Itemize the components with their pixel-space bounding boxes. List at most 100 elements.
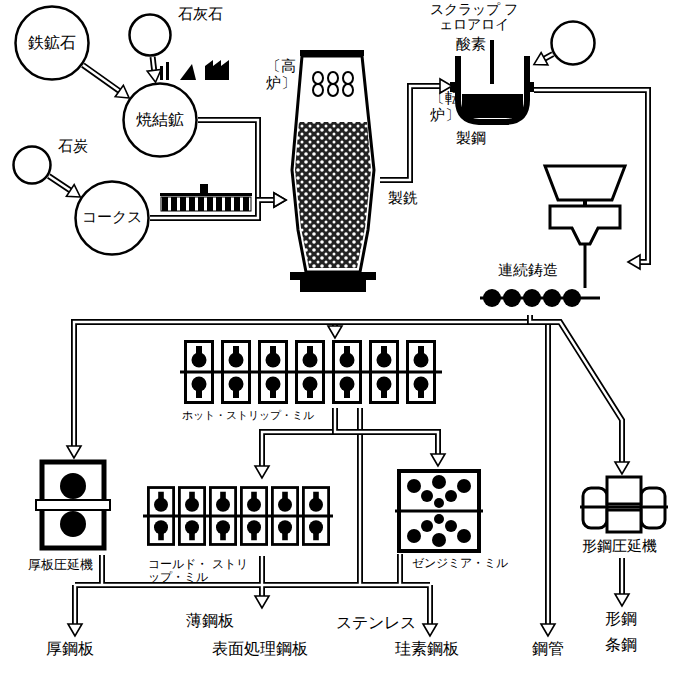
connector-core — [198, 120, 276, 200]
blast-furnace: 〔高炉〕製銑 — [286, 50, 380, 292]
node-label: 鉄鉱石 — [14, 5, 90, 81]
node-label: 製銑 — [388, 190, 418, 207]
connector-outline — [534, 90, 648, 262]
node-label: 製鋼 — [456, 130, 486, 147]
ladle — [545, 166, 625, 200]
flow-connector — [534, 53, 553, 65]
backup-roll — [432, 475, 446, 489]
guide-roll — [503, 289, 521, 307]
guide-roll — [563, 289, 581, 307]
gas-swirl — [343, 84, 353, 96]
furnace-gas — [313, 72, 353, 96]
connector-outline — [198, 120, 276, 200]
arrowhead — [115, 85, 129, 98]
arrowhead — [615, 462, 629, 474]
circle-shape — [552, 22, 595, 65]
backup-roll — [457, 479, 471, 493]
section-bar — [580, 506, 668, 509]
rolling-mill: ゼンジミア・ミル — [395, 466, 483, 554]
gas-label: 酸素 — [456, 36, 486, 53]
connector-core — [335, 408, 438, 456]
molten-steel — [462, 94, 523, 118]
connector-outline — [49, 176, 72, 192]
coke-oven-tower — [200, 184, 208, 193]
flow-connector — [335, 408, 445, 466]
cluster-roll — [421, 520, 433, 532]
flow-connector — [150, 193, 286, 218]
guide-roll — [543, 289, 561, 307]
flow-connector — [49, 176, 81, 197]
flow-connector — [67, 315, 530, 458]
continuous-caster: 連続鋳造 — [478, 160, 628, 315]
ore-pile-icon — [180, 64, 196, 80]
furnace-base — [290, 272, 376, 280]
product-label: ステンレス — [336, 614, 416, 632]
node-label: スクラップ フェロアロイ — [426, 2, 522, 33]
product-label: 薄鋼板 — [186, 612, 234, 630]
node-label: 形鋼圧延機 — [582, 538, 657, 555]
backup-roll — [432, 533, 446, 547]
circle-outline — [550, 20, 596, 66]
product-label: 形鋼 — [605, 610, 637, 628]
blast-furnace-shell — [292, 56, 374, 272]
product-label: 鋼管 — [532, 640, 564, 658]
node-label: 厚板圧延機 — [28, 558, 93, 573]
product-label: 表面処理鋼板 — [212, 640, 308, 658]
cluster-roll — [434, 514, 444, 524]
connector-core — [74, 315, 530, 448]
node-label: ホット・ストリップ・ミル — [182, 410, 314, 423]
connector-outline — [150, 200, 276, 218]
node-label: 連続鋳造 — [498, 262, 558, 279]
node-label: コールド・ ストリップ・ミル — [148, 558, 252, 584]
guide-roll — [483, 289, 501, 307]
oxygen-lance — [490, 40, 494, 84]
gas-swirl — [313, 84, 323, 96]
flow-line-outline — [75, 322, 622, 626]
furnace-foundation — [300, 280, 366, 292]
gas-swirl — [313, 72, 323, 84]
cluster-rolls — [407, 475, 471, 547]
rolling-mill: 形鋼圧延機 — [580, 474, 668, 534]
chimney-icon — [166, 62, 169, 80]
arrowhead — [274, 193, 286, 207]
node-label: コークス — [74, 180, 150, 256]
sendzimir-strip — [395, 510, 483, 513]
cluster-roll — [445, 490, 457, 502]
arrowhead — [431, 454, 445, 466]
connector-outline — [74, 315, 530, 448]
connector-core — [530, 315, 622, 464]
node-label: 石灰石 — [178, 6, 223, 23]
product-label: 条鋼 — [605, 636, 637, 654]
plate-roll — [60, 511, 86, 537]
product-lines — [68, 322, 629, 636]
flow-arrowhead — [68, 624, 82, 636]
circle-shape — [130, 15, 171, 56]
arrowhead — [255, 466, 269, 478]
circle-outline — [128, 13, 172, 57]
arrowhead — [274, 193, 286, 207]
coke-oven — [161, 197, 251, 211]
backup-roll — [407, 529, 421, 543]
gas-swirl — [328, 84, 338, 96]
hot-strip — [180, 371, 442, 374]
tundish — [550, 206, 620, 244]
plate — [36, 500, 110, 510]
backup-roll — [457, 529, 471, 543]
coke-oven-top — [160, 193, 252, 196]
gas-swirl — [328, 72, 338, 84]
material-circle: 焼結鉱 — [122, 82, 198, 158]
connector-core — [534, 90, 648, 262]
arrowhead — [67, 446, 81, 458]
rolling-mill: コールド・ ストリップ・ミル — [143, 478, 333, 556]
connector-outline — [530, 315, 622, 464]
node-label: 石炭 — [58, 138, 88, 155]
flow-connector — [83, 65, 129, 98]
arrowhead — [147, 70, 161, 83]
factory-icon — [205, 60, 229, 80]
cold-strip — [143, 515, 333, 518]
converter: 〔転炉〕製鋼 — [452, 48, 534, 126]
section-roll — [607, 477, 641, 504]
section-roll — [607, 510, 641, 532]
